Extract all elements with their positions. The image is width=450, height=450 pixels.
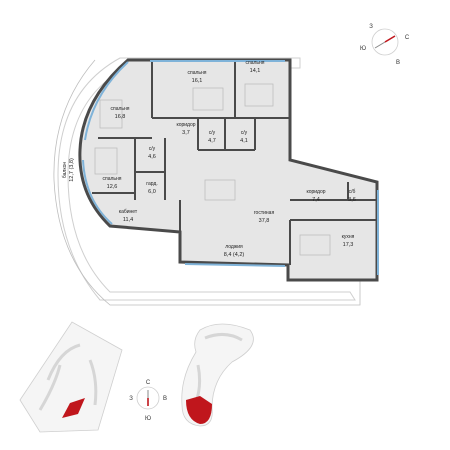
room-bath-guest-label: с/б: [349, 189, 356, 195]
furniture: [94, 83, 331, 256]
room-study-area: 11,4: [123, 217, 133, 223]
building-footprint: [181, 323, 254, 427]
room-bath-3-label: с/у: [149, 146, 156, 152]
compass-top-east: В: [396, 60, 400, 66]
balcony-outer-line: [53, 59, 361, 306]
room-kitchen-label: кухня: [342, 234, 355, 240]
room-loggia-area: 8,4 (4,2): [224, 252, 245, 258]
balcony-outline: [57, 57, 356, 301]
compass-bottom-west: З: [129, 396, 133, 402]
room-bedroom-top-1-area: 16,1: [192, 78, 203, 84]
compass-top: З С Ю В: [360, 24, 410, 66]
room-corridor-top-label: коридор: [176, 122, 195, 128]
compass-bottom-north: С: [146, 380, 151, 386]
room-bath-2-label: с/у: [241, 130, 248, 136]
compass-needle-icon: [384, 35, 396, 43]
balcony-area: 12,7 (3,8): [69, 158, 75, 182]
room-bedroom-top-1-label: спальня: [188, 70, 207, 76]
compass-top-south: Ю: [360, 46, 366, 52]
room-bath-guest-area: 3,6: [348, 197, 356, 203]
compass-bottom: С Ю З В: [129, 380, 167, 422]
compass-bottom-east: В: [163, 396, 167, 402]
compass-top-north: С: [405, 35, 410, 41]
site-building-highlight: [62, 398, 85, 418]
room-corridor-right-label: коридор: [306, 189, 325, 195]
room-bedroom-bottom-area: 12,6: [107, 184, 118, 190]
room-loggia-label: лоджия: [225, 244, 243, 250]
room-bedroom-top-2-area: 14,1: [250, 68, 261, 74]
apartment-floor: [78, 58, 379, 282]
room-bedroom-top-2-label: спальня: [246, 60, 265, 66]
balcony-label: балкон: [62, 162, 68, 178]
windows: [82, 60, 379, 275]
apartment-location-highlight: [186, 396, 212, 424]
room-bath-3-area: 4,6: [148, 154, 156, 160]
interior-walls: [92, 60, 377, 265]
room-kitchen-area: 17,3: [343, 242, 354, 248]
room-bedroom-left-area: 16,8: [115, 114, 126, 120]
room-bedroom-bottom-label: спальня: [103, 176, 122, 182]
room-wardrobe-area: 6,0: [148, 189, 156, 195]
room-living-area: 37,8: [259, 218, 270, 224]
balcony-label-group: балкон 12,7 (3,8): [62, 158, 75, 182]
site-plan: [19, 321, 123, 433]
room-study-label: кабинет: [119, 209, 138, 215]
compass-top-west: З: [369, 24, 373, 30]
room-bath-1-label: с/у: [209, 130, 216, 136]
compass-bottom-south: Ю: [145, 416, 151, 422]
room-labels: спальня 16,1 спальня 14,1 спальня 16,8 к…: [103, 60, 356, 258]
room-corridor-top-area: 3,7: [182, 130, 190, 136]
room-wardrobe-label: гард.: [146, 181, 157, 187]
room-corridor-right-area: 7,4: [312, 197, 320, 203]
room-bath-2-area: 4,1: [240, 138, 248, 144]
room-living-label: гостиная: [254, 210, 275, 216]
room-bedroom-left-label: спальня: [111, 106, 130, 112]
room-bath-1-area: 4,7: [208, 138, 216, 144]
